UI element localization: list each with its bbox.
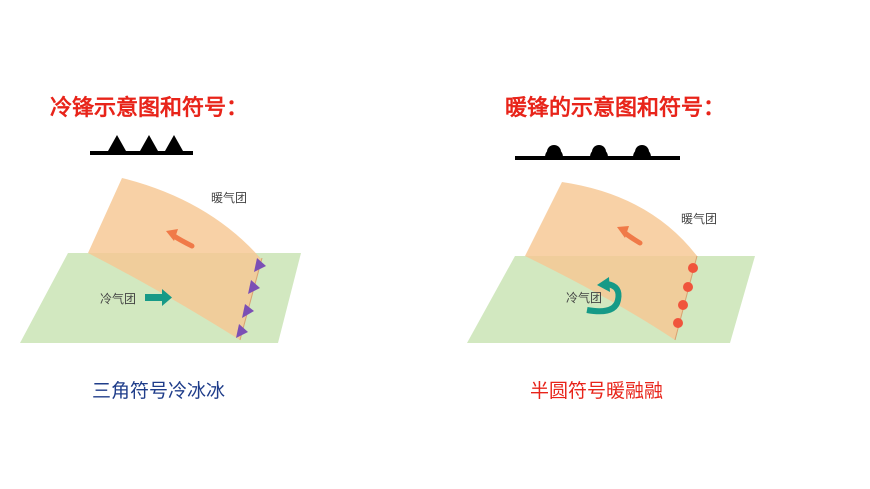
cold-curved-arrow — [586, 277, 622, 315]
cold-front-triangles — [236, 258, 266, 338]
cold-front-diagram — [20, 135, 301, 343]
cold-front-title: 冷锋示意图和符号： — [50, 96, 249, 121]
warm-front-title: 暖锋的示意图和符号： — [505, 96, 726, 121]
cold-front-caption: 三角符号冷冰冰 — [92, 380, 226, 402]
cold-front-cold-air-label: 冷气团 — [100, 291, 136, 306]
warm-front-warm-air-label: 暖气团 — [681, 211, 717, 226]
warm-front-diagram — [467, 145, 755, 343]
cold-front-panel: 冷锋示意图和符号： — [20, 96, 301, 402]
warm-front-cold-air-label: 冷气团 — [566, 290, 602, 305]
warm-air-mass — [88, 178, 262, 340]
warm-rising-arrow — [166, 229, 195, 249]
warm-air-mass — [525, 182, 697, 340]
warm-front-semicircles — [673, 263, 698, 328]
warm-front-symbol — [515, 145, 680, 160]
cold-front-warm-air-label: 暖气团 — [211, 190, 247, 205]
warm-front-caption: 半圆符号暖融融 — [530, 380, 664, 402]
cold-front-symbol — [90, 135, 193, 155]
cold-push-arrow — [145, 289, 172, 306]
warm-rising-arrow — [617, 226, 643, 246]
warm-front-panel: 暖锋的示意图和符号： — [435, 0, 870, 489]
